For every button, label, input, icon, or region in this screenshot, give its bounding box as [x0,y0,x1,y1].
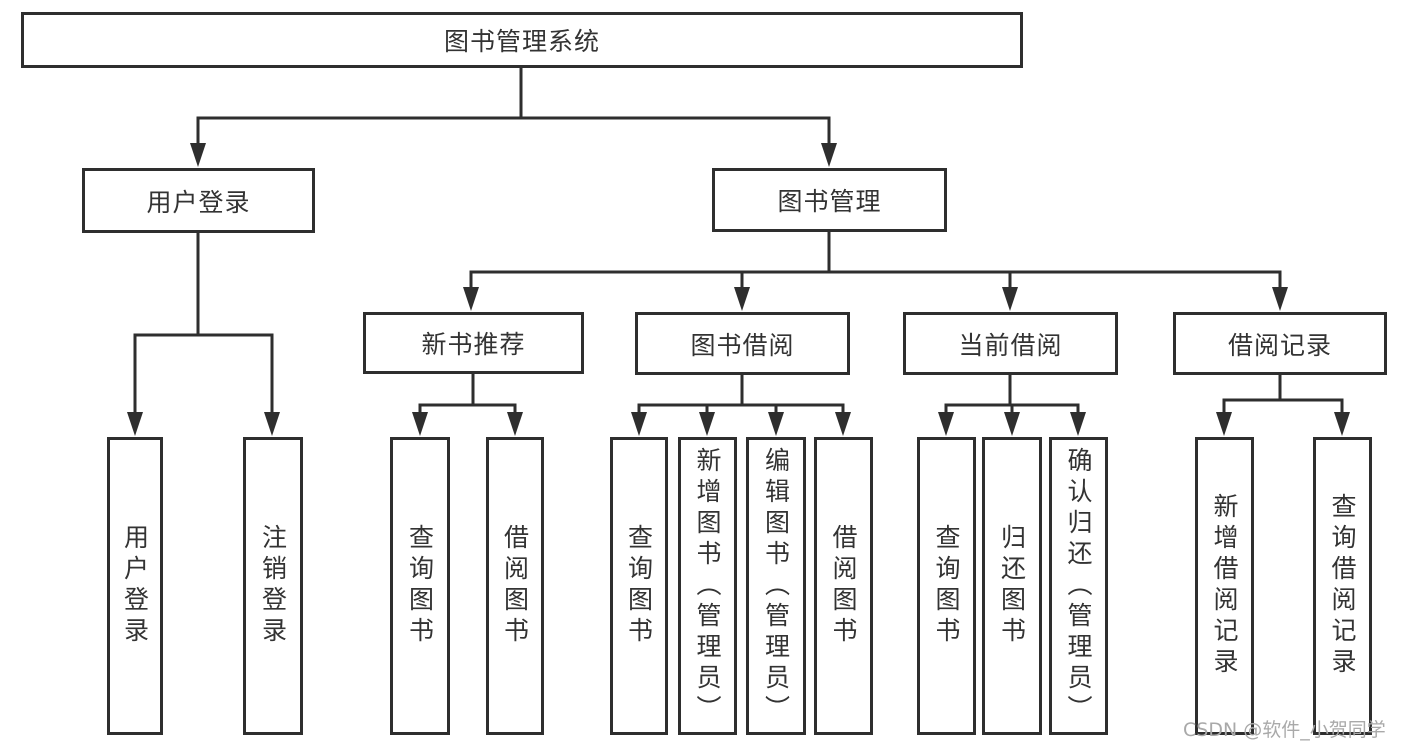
arrowhead [507,412,523,436]
node-leaf-borrow-query-book: 查询图书 [610,437,668,735]
connector-borrow-records-to-leaves [1222,373,1344,414]
node-label: 查询借阅记录 [1328,493,1357,679]
arrowhead [1334,412,1350,436]
arrowhead [1002,287,1018,311]
node-label: 用户登录 [120,524,150,648]
node-label: 新书推荐 [421,330,526,359]
node-label: 借阅图书 [500,524,530,648]
connector-paths [133,65,1344,414]
node-label: 借阅记录 [1227,330,1332,360]
node-book-borrow: 图书借阅 [635,312,850,375]
node-label: 用户登录 [146,187,251,217]
node-label: 图书管理系统 [443,27,600,56]
node-label: 归还图书 [997,524,1027,648]
node-current-borrow: 当前借阅 [903,312,1118,375]
node-label: 当前借阅 [958,330,1063,360]
connector-book-mgmt-to-level3 [469,230,1282,289]
node-leaf-return-book: 归还图书 [982,437,1042,735]
node-leaf-logout: 注销登录 [243,437,303,735]
arrowhead [190,143,206,167]
arrowhead [768,412,784,436]
node-leaf-confirm-return-admin: 确认归还（管理员） [1049,437,1108,735]
arrowhead [412,412,428,436]
node-leaf-recommend-query-book: 查询图书 [390,437,450,735]
node-label: 查询图书 [624,524,654,648]
connector-user-login-to-leaves [133,231,274,414]
node-leaf-user-login: 用户登录 [107,437,163,735]
arrowhead [1216,412,1232,436]
csdn-watermark: CSDN @软件_小贺同学 [1183,719,1386,741]
node-root-library-system: 图书管理系统 [21,12,1023,68]
node-label: 图书借阅 [690,330,795,360]
node-leaf-query-borrow-record: 查询借阅记录 [1313,437,1372,735]
connector-book-borrow-to-leaves [637,373,845,414]
node-label: 借阅图书 [829,524,858,648]
node-leaf-borrow-book: 借阅图书 [814,437,873,735]
arrowhead [463,287,479,311]
arrowhead [127,412,143,436]
node-label: 新增借阅记录 [1210,493,1239,679]
node-label: 查询图书 [405,524,435,648]
node-label: 编辑图书（管理员） [761,446,791,726]
arrowhead [1272,287,1288,311]
arrowhead [1004,412,1020,436]
arrowhead [734,287,750,311]
node-label: 新增图书（管理员） [693,446,722,726]
arrowhead [938,412,954,436]
connector-root-to-level2 [196,65,831,145]
node-label: 注销登录 [258,524,288,648]
node-user-login: 用户登录 [82,168,315,233]
connector-new-book-rec-to-leaves [418,373,517,414]
node-leaf-add-book-admin: 新增图书（管理员） [678,437,737,735]
node-new-book-recommend: 新书推荐 [363,312,584,374]
node-label: 查询图书 [932,524,961,648]
node-leaf-recommend-borrow-book: 借阅图书 [486,437,544,735]
node-leaf-add-borrow-record: 新增借阅记录 [1195,437,1254,735]
node-borrow-records: 借阅记录 [1173,312,1387,375]
connector-current-borrow-to-leaves [944,373,1080,414]
arrowhead [835,412,851,436]
node-label: 图书管理 [777,187,882,216]
connector-arrowheads [127,143,1350,436]
arrowhead [631,412,647,436]
arrowhead [1070,412,1086,436]
arrowhead [821,143,837,167]
node-leaf-edit-book-admin: 编辑图书（管理员） [746,437,806,735]
node-book-management: 图书管理 [712,168,947,232]
node-label: 确认归还（管理员） [1064,446,1093,726]
node-leaf-current-query-book: 查询图书 [917,437,976,735]
arrowhead [264,412,280,436]
arrowhead [699,412,715,436]
